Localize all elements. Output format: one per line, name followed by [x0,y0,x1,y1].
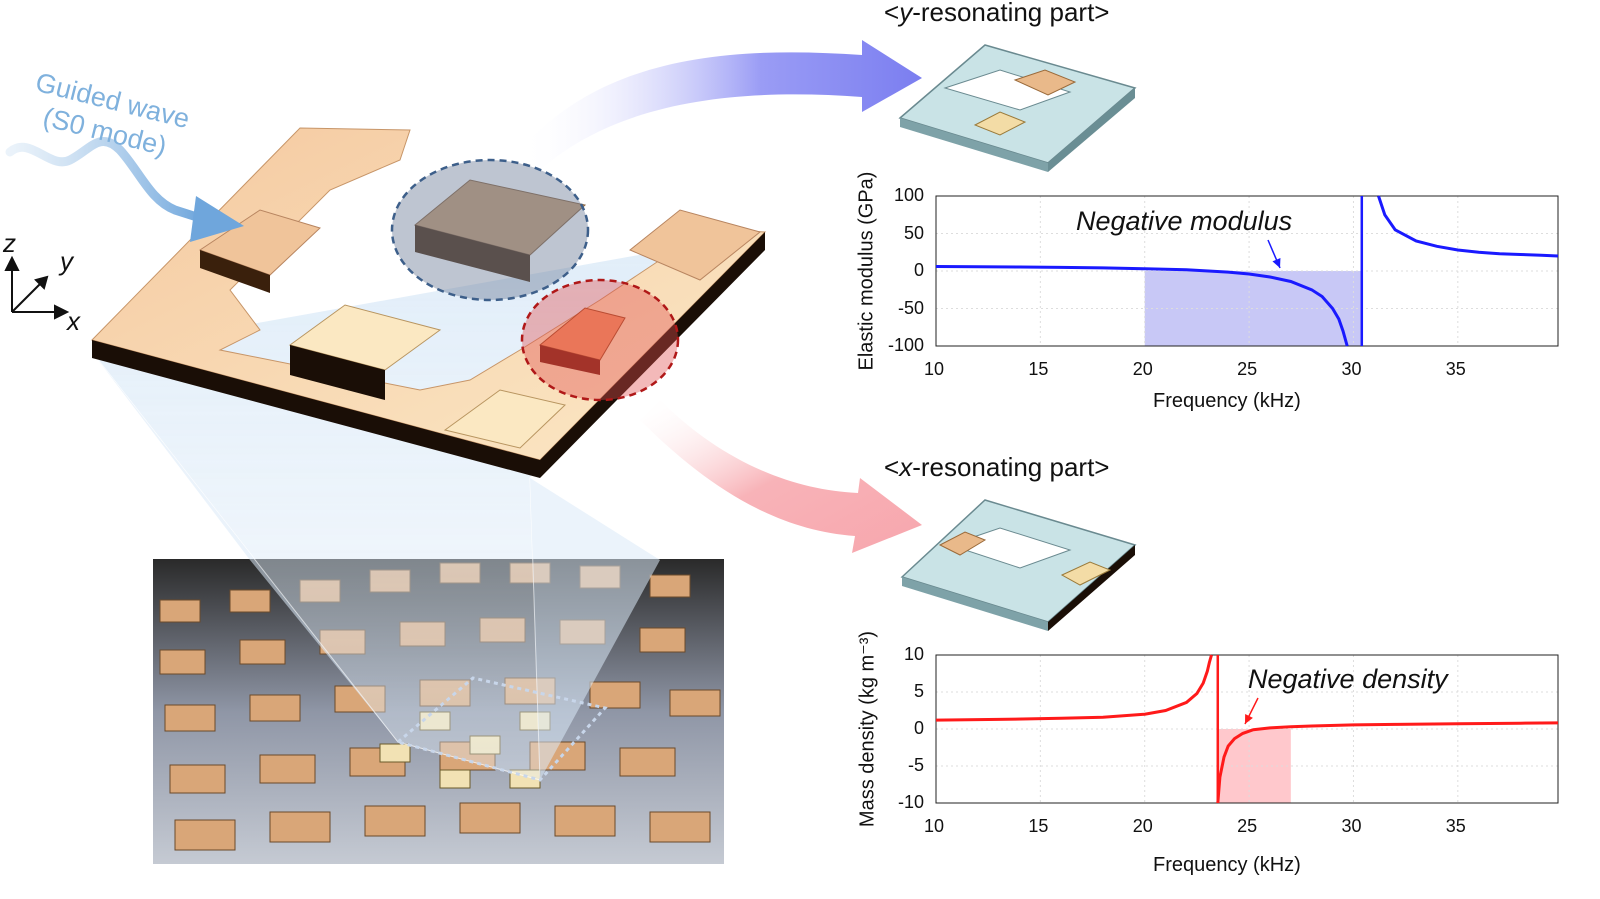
mass-density-chart [935,654,1559,804]
unit-cell-outline [394,676,608,782]
unit-cell-frame-side [92,232,765,478]
annotation-arrowhead-icon [1272,258,1281,268]
x-resonator-structure-icon [900,499,1137,631]
x-axis-arrow-icon [54,304,70,320]
red-arrow [640,400,922,553]
y-mass-block-side [415,225,530,282]
series-line [935,265,1349,347]
array-row [174,802,711,851]
plot-frame [935,195,1559,347]
elastic-modulus-chart [935,195,1559,347]
x-resonator-highlight [520,278,680,402]
guided-wave-arrowhead [190,196,244,242]
pad-block [629,209,762,281]
annotation-arrowhead-icon [1245,714,1253,724]
projection-cone-side [92,352,398,742]
unit-cell-3d [91,127,767,478]
pad-block [443,389,567,449]
pad-block-side [200,250,270,293]
z-axis-arrow-icon [4,255,20,271]
pad-block [288,304,442,371]
y-resonator-highlight [390,158,590,302]
pad-block-side [290,345,385,400]
negative-region-shade [1144,271,1362,346]
pad-block [198,209,321,276]
series-line [1377,195,1559,258]
plot-frame [935,654,1559,804]
guided-wave-path [5,137,205,223]
y-resonator-structure-icon [898,44,1137,172]
negative-region-shade [1217,729,1291,803]
series-line [1216,721,1559,804]
x-mass-block-side [540,345,600,375]
blue-arrow [520,40,922,170]
y-axis-arrow-icon [34,275,49,290]
y-axis-line [11,281,43,313]
coordinate-axes [4,255,70,320]
series-line [935,654,1213,722]
projection-cone-side [530,478,660,780]
